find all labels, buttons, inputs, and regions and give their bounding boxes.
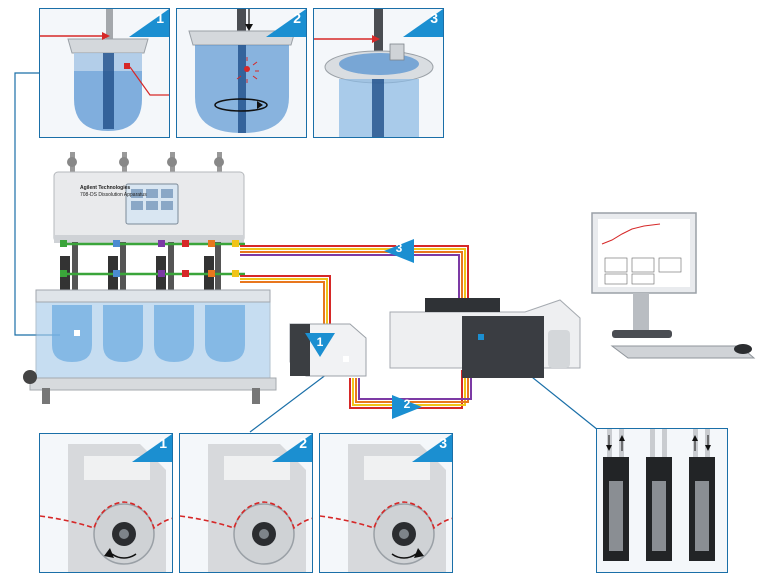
flow-cell-2 xyxy=(646,429,672,561)
step-badge: 3 xyxy=(412,434,452,462)
step-badge: 2 xyxy=(272,434,312,462)
vessel-detail-panel-3: 3 xyxy=(313,8,444,138)
step-badge: 2 xyxy=(266,9,306,37)
step-badge: 1 xyxy=(132,434,172,462)
step-badge: 1 xyxy=(129,9,169,37)
flow-step-marker-3: 3 xyxy=(384,239,414,263)
flow-step-marker-2: 2 xyxy=(392,395,422,419)
flow-cell-1 xyxy=(603,429,629,561)
flow-cell-3 xyxy=(689,429,715,561)
tubing-return xyxy=(240,245,469,325)
flow-cell-detail-panel xyxy=(596,428,728,573)
sampling-lines-lower xyxy=(60,270,245,277)
pump-detail-panel-2: 2 xyxy=(179,433,313,573)
sampling-lines-upper xyxy=(60,240,245,247)
computer-workstation xyxy=(591,212,756,359)
flow-step-number: 2 xyxy=(403,397,411,411)
flow-step-number: 3 xyxy=(395,241,403,255)
spectrophotometer xyxy=(389,298,581,378)
step-badge: 3 xyxy=(403,9,443,37)
pump-detail-panel-3: 3 xyxy=(319,433,453,573)
apparatus-brand: Agilent Technologies xyxy=(80,185,131,191)
vessel-detail-panel-1: 1 xyxy=(39,8,170,138)
dissolution-apparatus xyxy=(23,152,277,404)
flow-step-marker-1: 1 xyxy=(305,333,335,357)
pump-detail-panel-1: 1 xyxy=(39,433,173,573)
flow-step-number: 1 xyxy=(316,335,324,349)
apparatus-model: 708-DS Dissolution Apparatus xyxy=(80,192,147,198)
vessel-detail-panel-2: 2 xyxy=(176,8,307,138)
